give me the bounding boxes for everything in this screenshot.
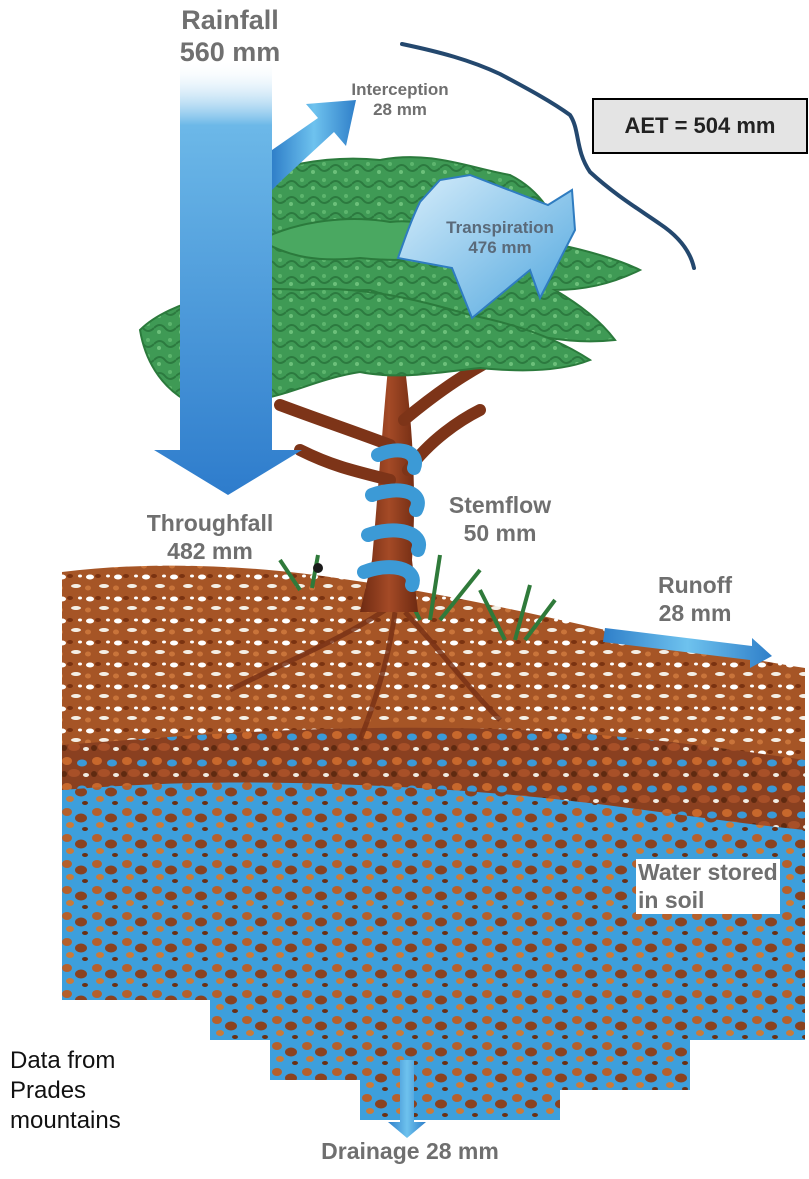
stemflow-label: Stemflow 50 mm [420, 492, 580, 547]
rainfall-label: Rainfall 560 mm [150, 4, 310, 69]
drainage-label: Drainage 28 mm [300, 1138, 520, 1166]
source-note-line3: mountains [10, 1106, 121, 1136]
rainfall-label-name: Rainfall [150, 4, 310, 36]
stemflow-label-name: Stemflow [420, 492, 580, 520]
transpiration-label-value: 476 mm [420, 238, 580, 258]
aet-box: AET = 504 mm [592, 98, 808, 154]
water-stored-label-line1: Water stored [638, 859, 778, 887]
source-note: Data from Prades mountains [10, 1046, 121, 1136]
source-note-line1: Data from [10, 1046, 121, 1076]
runoff-label-name: Runoff [625, 572, 765, 600]
water-stored-label: Water stored in soil [636, 859, 780, 914]
rainfall-label-value: 560 mm [150, 36, 310, 68]
interception-label-value: 28 mm [325, 100, 475, 120]
transpiration-label: Transpiration 476 mm [420, 218, 580, 259]
transpiration-label-name: Transpiration [420, 218, 580, 238]
water-stored-label-line2: in soil [638, 887, 778, 915]
interception-label-name: Interception [325, 80, 475, 100]
small-plant-dot [313, 563, 323, 573]
source-note-line2: Prades [10, 1076, 121, 1106]
throughfall-label-name: Throughfall [120, 510, 300, 538]
throughfall-label: Throughfall 482 mm [120, 510, 300, 565]
runoff-label-value: 28 mm [625, 600, 765, 628]
runoff-label: Runoff 28 mm [625, 572, 765, 627]
stemflow-label-value: 50 mm [420, 520, 580, 548]
throughfall-label-value: 482 mm [120, 538, 300, 566]
interception-label: Interception 28 mm [325, 80, 475, 121]
